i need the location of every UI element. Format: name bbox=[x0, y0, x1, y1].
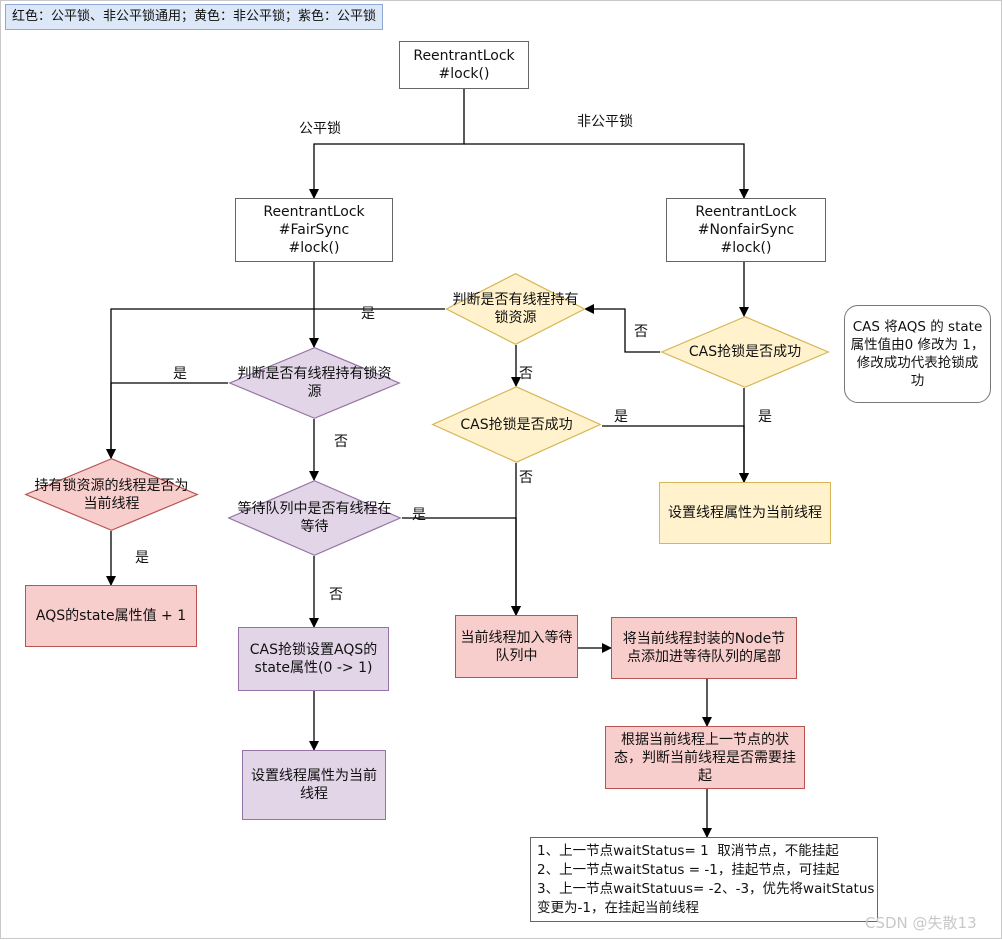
label-nonfair-lock: 非公平锁 bbox=[577, 114, 633, 130]
node-text: 设置线程属性为当前 线程 bbox=[251, 768, 377, 802]
edge-queue-yes bbox=[402, 517, 521, 616]
csdn-watermark: CSDN @失散13 bbox=[865, 914, 977, 932]
purple-set-owner-node: 设置线程属性为当前 线程 bbox=[242, 750, 386, 820]
red-decide-park-node: 根据当前线程上一节点的状 态，判断当前线程是否需要挂 起 bbox=[605, 726, 805, 789]
node-text: 当前线程加入等待 队列中 bbox=[460, 629, 573, 664]
label-yes-top: 是 bbox=[361, 306, 375, 322]
nonfairsync-lock-node: ReentrantLock #NonfairSync #lock() bbox=[666, 198, 826, 262]
label-yes-red: 是 bbox=[135, 550, 149, 566]
node-text: CAS抢锁设置AQS的 state属性(0 -> 1) bbox=[249, 642, 378, 676]
label-no-yellow-check: 否 bbox=[519, 366, 533, 382]
label-yes-left: 是 bbox=[173, 366, 187, 382]
node-text: ReentrantLock #FairSync #lock() bbox=[263, 204, 365, 256]
node-text: 等待队列中是否有线程在 等待 bbox=[237, 501, 392, 535]
label-yes-cas1: 是 bbox=[758, 409, 772, 425]
node-text: CAS 将AQS 的 state 属性值由0 修改为 1， 修改成功代表抢锁成 … bbox=[850, 319, 985, 389]
node-text: AQS的state属性值 + 1 bbox=[35, 608, 187, 624]
edge-root-to-fair bbox=[309, 89, 465, 199]
red-wrap-node-node: 将当前线程封装的Node节 点添加进等待队列的尾部 bbox=[611, 617, 797, 679]
label-no-cas1: 否 bbox=[634, 324, 648, 340]
node-text: ReentrantLock #lock() bbox=[413, 48, 515, 82]
label-no-queue: 否 bbox=[329, 587, 343, 603]
node-text: CAS抢锁是否成功 bbox=[460, 416, 573, 433]
edge-cas2-yes bbox=[602, 425, 749, 483]
node-text: 将当前线程封装的Node节 点添加进等待队列的尾部 bbox=[622, 631, 786, 665]
edge-pcheck-yes bbox=[106, 382, 228, 459]
red-owner-is-current-decision: 持有锁资源的线程是否为 当前线程 bbox=[24, 458, 199, 531]
red-state-plus-one-node: AQS的state属性值 + 1 bbox=[25, 585, 197, 647]
yellow-cas-decision-1: CAS抢锁是否成功 bbox=[660, 316, 830, 388]
red-join-queue-node: 当前线程加入等待 队列中 bbox=[455, 615, 578, 678]
node-text: 设置线程属性为当前线程 bbox=[668, 505, 822, 521]
purple-queue-check-decision: 等待队列中是否有线程在 等待 bbox=[227, 480, 402, 556]
edge-root-to-nonfair bbox=[464, 143, 749, 199]
label-yes-queue: 是 bbox=[412, 507, 426, 523]
yellow-cas-decision-2: CAS抢锁是否成功 bbox=[431, 386, 602, 463]
node-text: CAS抢锁是否成功 bbox=[688, 344, 802, 360]
label-yes-cas2: 是 bbox=[614, 409, 628, 425]
park-rules-box: 1、上一节点waitStatus= 1 取消节点，不能挂起 2、上一节点wait… bbox=[530, 837, 878, 922]
node-text: 持有锁资源的线程是否为 当前线程 bbox=[34, 477, 189, 512]
yellow-set-owner-node: 设置线程属性为当前线程 bbox=[659, 482, 831, 544]
fairsync-lock-node: ReentrantLock #FairSync #lock() bbox=[235, 198, 393, 262]
color-legend: 红色：公平锁、非公平锁通用；黄色：非公平锁；紫色：公平锁 bbox=[5, 4, 384, 30]
yellow-check-lock-holder-decision: 判断是否有线程持有 锁资源 bbox=[445, 273, 586, 345]
edge-cas1-no bbox=[584, 304, 660, 353]
node-text: ReentrantLock #NonfairSync #lock() bbox=[695, 204, 797, 256]
node-text: 根据当前线程上一节点的状 态，判断当前线程是否需要挂 起 bbox=[614, 731, 796, 784]
reentrantlock-lock-node: ReentrantLock #lock() bbox=[399, 41, 529, 89]
purple-cas-state-node: CAS抢锁设置AQS的 state属性(0 -> 1) bbox=[238, 627, 389, 691]
cas-explanation-note: CAS 将AQS 的 state 属性值由0 修改为 1， 修改成功代表抢锁成 … bbox=[844, 305, 991, 403]
node-text: 1、上一节点waitStatus= 1 取消节点，不能挂起 2、上一节点wait… bbox=[537, 843, 875, 916]
label-no-purple-check: 否 bbox=[334, 434, 348, 450]
label-fair-lock: 公平锁 bbox=[299, 121, 341, 137]
label-no-cas2: 否 bbox=[519, 470, 533, 486]
node-text: 判断是否有线程持有 锁资源 bbox=[452, 292, 579, 326]
node-text: 判断是否有线程持有锁资 源 bbox=[237, 366, 392, 400]
purple-check-lock-holder-decision: 判断是否有线程持有锁资 源 bbox=[228, 347, 401, 419]
